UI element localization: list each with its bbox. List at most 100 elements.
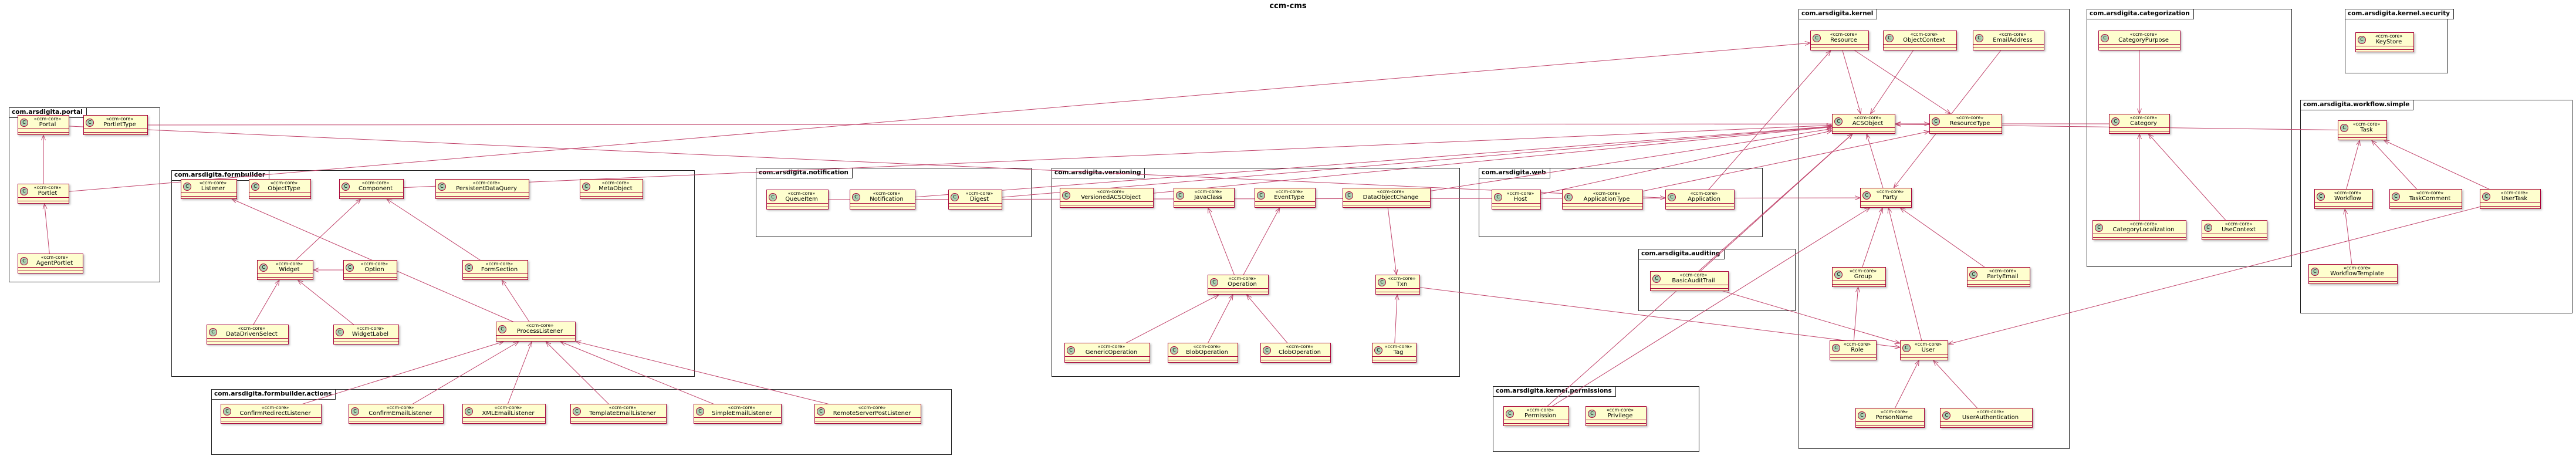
class-text: «ccm-core»SimpleEmailListener [704,404,779,417]
class-text: «ccm-core»TemplateEmailListener [581,404,664,417]
class-Host: C«ccm-core»Host [1492,190,1541,210]
class-icon: C [1564,193,1573,201]
class-compartment-separator [2315,206,2372,207]
class-text: «ccm-core»MetaObject [590,180,641,193]
class-XMLEmailListener: C«ccm-core»XMLEmailListener [462,404,546,424]
class-DataDrivenSelect: C«ccm-core»DataDrivenSelect [207,325,289,345]
class-text: «ccm-core»Listener [191,180,235,193]
class-name: BasicAuditTrail [1672,278,1715,284]
class-text: «ccm-core»ApplicationType [1573,190,1641,203]
class-icon: C [1975,34,1983,42]
class-compartment-separator [18,132,69,133]
class-text: «ccm-core»ConfirmRedirectListener [231,404,319,417]
class-text: «ccm-core»BasicAuditTrail [1661,272,1726,285]
class-PortletType: C«ccm-core»PortletType [83,115,148,135]
class-PartyEmail: C«ccm-core»PartyEmail [1967,267,2030,287]
class-Portlet: C«ccm-core»Portlet [18,184,69,204]
class-compartment-separator [1255,201,1315,202]
class-icon: C [1062,191,1070,200]
class-stereotype: «ccm-core» [199,180,227,185]
class-ClobOperation: C«ccm-core»ClobOperation [1260,343,1331,363]
class-icon: C [1813,34,1821,42]
class-compartment-separator [949,203,1002,204]
class-compartment-separator [340,196,403,197]
class-icon: C [817,407,825,416]
class-text: «ccm-core»GenericOperation [1075,343,1148,356]
class-text: «ccm-core»AgentPortlet [28,254,81,267]
class-name: UseContext [2222,227,2256,233]
class-ApplicationType: C«ccm-core»ApplicationType [1562,190,1643,210]
class-text: «ccm-core»WidgetLabel [344,325,397,338]
class-icon: C [1588,410,1596,418]
class-Widget: C«ccm-core»Widget [257,260,313,280]
class-stereotype: «ccm-core» [40,255,69,260]
class-compartment-separator [258,277,313,278]
class-stereotype: «ccm-core» [33,185,62,190]
class-compartment-separator [1941,425,2032,426]
class-compartment-separator [2315,202,2372,203]
class-compartment-separator [1856,425,1924,426]
class-stereotype: «ccm-core» [2375,33,2403,39]
class-stereotype: «ccm-core» [1228,276,1256,281]
class-icon: C [1832,344,1840,352]
class-Task: C«ccm-core»Task [2338,120,2387,140]
class-icon: C [1263,346,1271,354]
class-QueueItem: C«ccm-core»QueueItem [766,190,829,210]
class-AgentPortlet: C«ccm-core»AgentPortlet [18,254,83,273]
class-compartment-separator [18,267,83,268]
package-label: com.arsdigita.formbuilder.actions [211,389,336,400]
class-Portal: C«ccm-core»Portal [18,115,69,135]
class-BasicAuditTrail: C«ccm-core»BasicAuditTrail [1650,271,1729,291]
class-icon: C [769,193,777,201]
class-Listener: C«ccm-core»Listener [181,179,237,199]
class-text: «ccm-core»Category [2119,114,2168,127]
class-text: «ccm-core»Privilege [1596,407,1644,420]
class-name: Application [1688,196,1720,202]
class-icon: C [223,407,231,416]
class-compartment-separator [344,277,397,278]
class-name: ClobOperation [1279,349,1321,356]
class-name: Operation [1228,281,1257,288]
class-stereotype: «ccm-core» [106,116,134,121]
class-stereotype: «ccm-core» [360,261,388,266]
class-EmailAddress: C«ccm-core»EmailAddress [1973,31,2044,50]
class-text: «ccm-core»User [1911,341,1946,354]
class-CategoryPurpose: C«ccm-core»CategoryPurpose [2098,31,2181,50]
class-compartment-separator [1563,203,1642,204]
class-name: Task [2360,127,2373,133]
class-icon: C [498,325,506,333]
class-compartment-separator [694,417,781,418]
class-stereotype: «ccm-core» [1989,268,2017,273]
class-Option: C«ccm-core»Option [343,260,397,280]
class-stereotype: «ccm-core» [1526,407,1554,413]
class-Digest: C«ccm-core»Digest [948,190,1002,210]
class-BlobOperation: C«ccm-core»BlobOperation [1168,343,1238,363]
class-VersionedACSObject: C«ccm-core»VersionedACSObject [1060,188,1154,208]
class-text: «ccm-core»Notification [860,190,913,203]
class-text: «ccm-core»ConfirmEmailListener [359,404,441,417]
class-name: Option [364,266,384,273]
class-name: Listener [201,185,225,192]
class-name: CategoryLocalization [2112,227,2175,233]
class-text: «ccm-core»DataObjectChange [1353,188,1428,201]
class-name: ConfirmRedirectListener [239,410,311,417]
class-compartment-separator [767,203,828,204]
class-stereotype: «ccm-core» [1377,189,1405,194]
class-icon: C [2317,193,2325,201]
class-stereotype: «ccm-core» [2416,190,2444,195]
class-compartment-separator [2480,202,2540,203]
class-text: «ccm-core»WorkflowTemplate [2319,265,2395,278]
class-compartment-separator [2110,127,2169,128]
class-RemoteServerPostListener: C«ccm-core»RemoteServerPostListener [814,404,921,424]
class-name: ObjectType [268,185,300,192]
class-stereotype: «ccm-core» [1384,344,1412,349]
class-compartment-separator [463,277,528,278]
class-text: «ccm-core»PortletType [94,116,146,129]
class-text: «ccm-core»Party [1871,188,1909,201]
class-name: ResourceType [1949,120,1990,127]
class-stereotype: «ccm-core» [1388,276,1416,281]
class-name: Digest [969,196,989,202]
class-icon: C [1652,275,1661,283]
class-stereotype: «ccm-core» [356,326,384,331]
class-name: Widget [279,266,300,273]
